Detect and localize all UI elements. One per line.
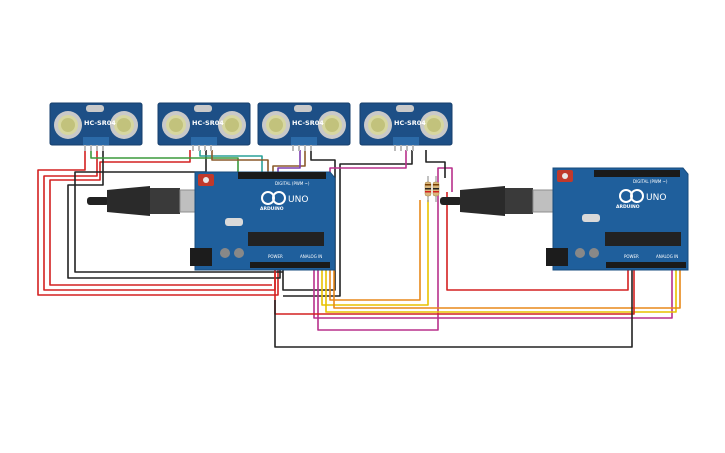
resistor-1[interactable]	[424, 176, 432, 202]
wire-orange-2[interactable]	[333, 268, 681, 309]
wire-black-1[interactable]	[67, 148, 281, 279]
wire-magenta-2[interactable]	[317, 167, 453, 331]
wire-brown-1[interactable]	[211, 150, 269, 172]
board-name: UNO	[288, 195, 308, 205]
wire-black-2[interactable]	[74, 150, 283, 273]
brand-label: ARDUINO	[616, 204, 640, 210]
board-name: UNO	[646, 193, 666, 203]
sensor-label: HC-SR04	[292, 119, 324, 127]
wire-red-4[interactable]	[446, 192, 629, 291]
wires	[37, 148, 681, 348]
ultrasonic-sensor-2[interactable]: HC-SR04	[157, 102, 251, 146]
wire-red-1[interactable]	[37, 148, 279, 296]
analog-label: ANALOG IN	[300, 254, 322, 259]
sensor-label: HC-SR04	[84, 119, 116, 127]
arduino-uno-2[interactable]: DIGITAL (PWM ~) ARDUINO UNO POWER ANALOG…	[440, 167, 689, 271]
resistor-2[interactable]	[432, 176, 440, 202]
sensor-label: HC-SR04	[394, 119, 426, 127]
ultrasonic-sensor-3[interactable]: HC-SR04	[257, 102, 351, 146]
power-label: POWER	[268, 254, 283, 259]
wire-red-5[interactable]	[274, 268, 635, 315]
analog-label: ANALOG IN	[656, 254, 678, 259]
wire-magenta-3[interactable]	[313, 268, 673, 319]
wire-black-5[interactable]	[274, 268, 633, 348]
wire-yellow-1[interactable]	[321, 200, 429, 306]
usb-cable-1[interactable]	[87, 186, 213, 216]
power-label: POWER	[624, 254, 639, 259]
sensor-pins	[84, 145, 414, 151]
wire-yellow-2[interactable]	[325, 268, 677, 313]
wire-red-3[interactable]	[49, 150, 272, 286]
wire-teal-1[interactable]	[199, 150, 263, 172]
wire-purple-1[interactable]	[277, 150, 301, 172]
arduino-uno-1[interactable]: DIGITAL (PWM ~) ARDUINO UNO POWER ANALOG…	[87, 171, 336, 271]
wire-black-6[interactable]	[425, 150, 446, 178]
brand-label: ARDUINO	[260, 206, 284, 212]
wire-orange-1[interactable]	[329, 200, 421, 301]
wire-black-4[interactable]	[283, 150, 413, 297]
digital-label: DIGITAL (PWM ~)	[275, 181, 310, 186]
ultrasonic-sensor-1[interactable]: HC-SR04	[49, 102, 143, 146]
usb-cable-2[interactable]	[440, 186, 568, 216]
ultrasonic-sensor-4[interactable]: HC-SR04	[359, 102, 453, 146]
wire-magenta-1[interactable]	[329, 150, 407, 172]
wire-brown-2[interactable]	[272, 150, 306, 172]
digital-label: DIGITAL (PWM ~)	[633, 179, 668, 184]
sensor-label: HC-SR04	[192, 119, 224, 127]
wire-green-1[interactable]	[90, 148, 239, 172]
